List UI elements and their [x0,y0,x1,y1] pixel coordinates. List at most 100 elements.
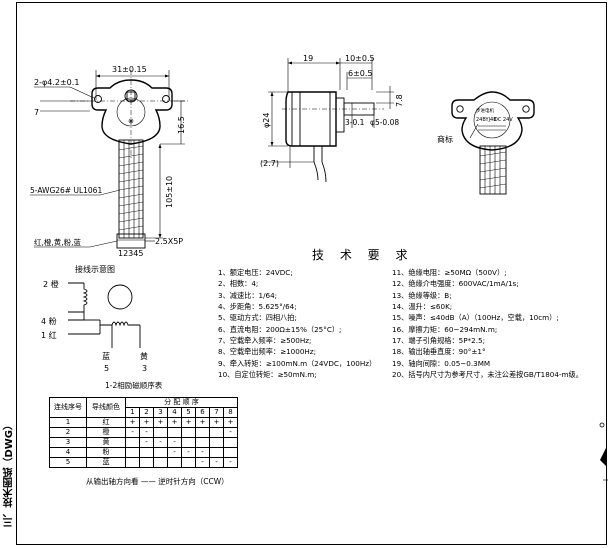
wiring-label-pink: 4 粉 [41,316,57,326]
drawing-frame [16,2,607,545]
step-header: 5 [181,407,196,418]
spec-item: 11、绝缘电阻：≥50MΩ（500V）; [392,268,507,277]
sequence-cell: + [223,417,238,428]
sequence-cell [209,427,224,438]
col-header-color: 导线颜色 [86,397,126,418]
spec-item: 4、步距角：5.625°/64; [218,302,297,312]
wiring-title: 接线示意图 [75,264,115,274]
sequence-cell [181,427,196,438]
sequence-cell [195,427,210,438]
sequence-cell: - [167,447,182,458]
sequence-caption: 1-2相励磁顺序表 [105,380,163,390]
step-header: 7 [209,407,224,418]
step-header: 1 [125,407,140,418]
spec-item: 18、输出轴垂直度：90°±1° [392,347,486,357]
spec-item: 14、温升：≤60K; [392,302,453,312]
side-view: 19 10±0.5 6±0.5 φ24 7.8 3-0.1 φ5-0.08 [260,54,404,183]
spec-item: 7、空载牵入频率：≥500Hz; [218,336,312,346]
row-color: 橙 [86,427,126,438]
step-header: 3 [153,407,168,418]
row-color: 粉 [86,447,126,458]
spec-item: 19、轴向间隙：0.05~0.3MM [392,358,491,368]
dim-6: 6±0.5 [348,69,373,78]
sequence-cell: - [181,447,196,458]
step-header: 6 [195,407,210,418]
dim-7: 7 [34,108,39,117]
sequence-cell: + [139,417,154,428]
sequence-cell [181,457,196,468]
row-color: 蓝 [86,457,126,468]
sequence-cell [153,457,168,468]
sequence-cell [139,457,154,468]
spec-item: 2、相数：4; [218,279,259,289]
specs-left-list: 1、额定电压：24VDC;2、相数：4;3、减速比：1/64;4、步距角：5.6… [218,267,376,380]
row-no: 2 [49,427,87,438]
direction-note: 从输出轴方向看 —— 逆时针方向（CCW） [86,476,229,486]
wire-colors: 红,橙,黄,粉,蓝 [34,237,82,247]
row-no: 4 [49,447,87,458]
sequence-cell [153,427,168,438]
pin-numbers: 12345 [118,249,143,258]
sticker-line1: 24BYJ48 [476,117,496,123]
sequence-cell [167,457,182,468]
sequence-cell [209,447,224,458]
sequence-cell [125,447,140,458]
spec-item: 16、摩擦力矩：60~294mN.m; [392,324,498,334]
row-no: 3 [49,437,87,448]
wire-length: 105±10 [165,176,174,208]
sequence-cell: + [209,417,224,428]
spec-item: 12、绝缘介电强度：600VAC/1mA/1s; [392,279,519,289]
specs-right-list: 11、绝缘电阻：≥50MΩ（500V）; 12、绝缘介电强度：600VAC/1mA… [392,267,583,380]
section-title: 三、技术图纸（DWG） [4,420,15,528]
sequence-cell: - [125,427,140,438]
spec-item: 3、减速比：1/64; [218,290,278,300]
sequence-cell: - [139,437,154,448]
dim-phi24: φ24 [262,113,271,128]
col-header-sequence: 分 配 顺 序 [125,397,238,408]
row-color: 黄 [86,437,126,448]
dim-19: 19 [303,54,313,63]
sequence-cell: - [153,437,168,448]
sequence-cell [125,437,140,448]
row-no: 1 [49,417,87,428]
step-header: 8 [223,407,238,418]
sequence-cell: + [167,417,182,428]
sequence-cell [209,437,224,448]
wiring-pin-3: 3 [142,364,147,373]
spec-item: 17、端子引角规格：5P*2.5; [392,336,485,346]
label-callout: 商标 [437,134,453,144]
front-view: 31±0.15 2-φ4.2±0.1 7 16.5 5-AWG26# UL [30,65,190,258]
label-view: 步进电机 24BYJ48 DC 24V 商标 [437,91,535,195]
sequence-cell: + [181,417,196,428]
sequence-cell: - [139,427,154,438]
step-header: 4 [167,407,182,418]
sequence-cell [195,437,210,448]
sequence-cell [223,437,238,448]
dim-shaft-flat: 3-0.1 [345,118,365,127]
sticker-line2: DC 24V [494,117,513,123]
dim-10: 10±0.5 [345,54,375,63]
spec-item: 5、驱动方式：四相八拍; [218,313,297,323]
sequence-cell: - [223,427,238,438]
col-header-no: 连线序号 [49,397,87,418]
sequence-cell [153,447,168,458]
sequence-cell: - [195,447,210,458]
spec-item: 8、空载牵出频率：≥1000Hz; [218,347,316,357]
row-color: 红 [86,417,126,428]
wiring-diagram: 接线示意图 2 橙 4 粉 1 红 蓝 黄 5 3 [41,264,148,373]
spec-item: 13、绝缘等级：B; [392,290,452,300]
spec-item: 6、直流电阻：200Ω±15%（25°C）; [218,324,342,334]
sequence-cell: + [125,417,140,428]
wiring-label-red: 1 红 [41,330,57,340]
sequence-cell [181,437,196,448]
dim-2-7: (2.7) [260,159,279,168]
hole-dim: 2-φ4.2±0.1 [34,78,79,87]
spec-item: 20、括号内尺寸为参考尺寸，未注公差按GB/T1804-m级。 [392,370,583,380]
sequence-cell [125,457,140,468]
